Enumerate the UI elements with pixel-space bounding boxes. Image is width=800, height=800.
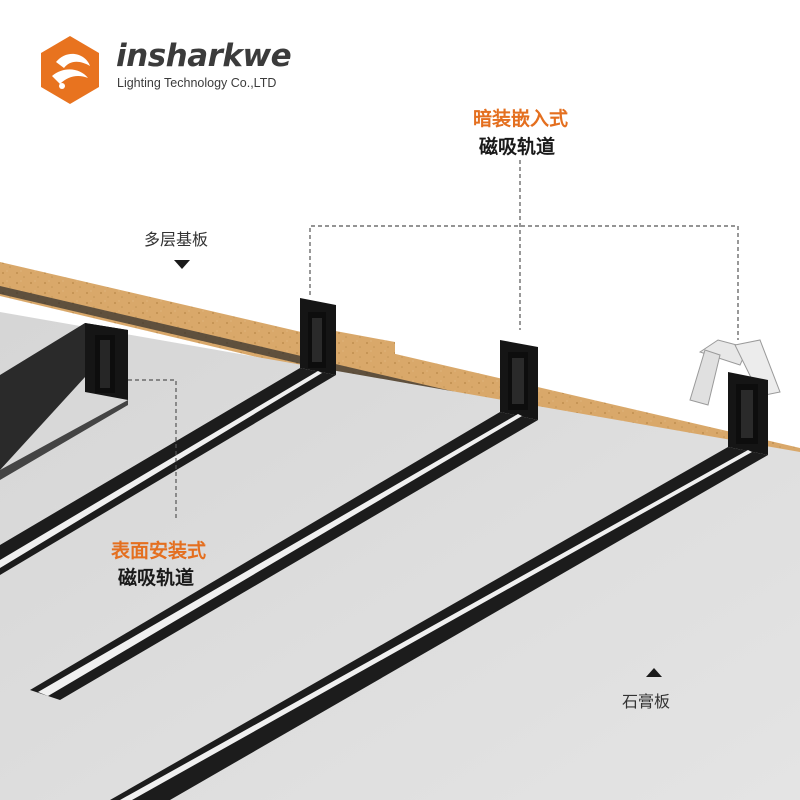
surface-track-subtitle: 磁吸轨道 [118,567,195,589]
recessed-track-2 [30,340,538,700]
gypsum-board-label: 石膏板 [622,692,671,711]
surface-track-title: 表面安装式 [111,540,207,562]
shark-hexagon-icon [41,36,99,104]
leader-lines [128,160,739,520]
brand-subtitle: Lighting Technology Co.,LTD [117,76,277,90]
arrow-down-icon [174,260,190,269]
arrow-up-icon [646,668,662,677]
recessed-track-subtitle: 磁吸轨道 [479,136,556,158]
multilayer-board-label: 多层基板 [144,230,209,249]
recessed-track-title: 暗装嵌入式 [473,108,569,130]
recessed-track-1 [0,298,336,575]
recessed-track-3 [110,339,781,800]
brand-name: insharkwe [116,38,292,74]
surface-track [0,323,128,480]
